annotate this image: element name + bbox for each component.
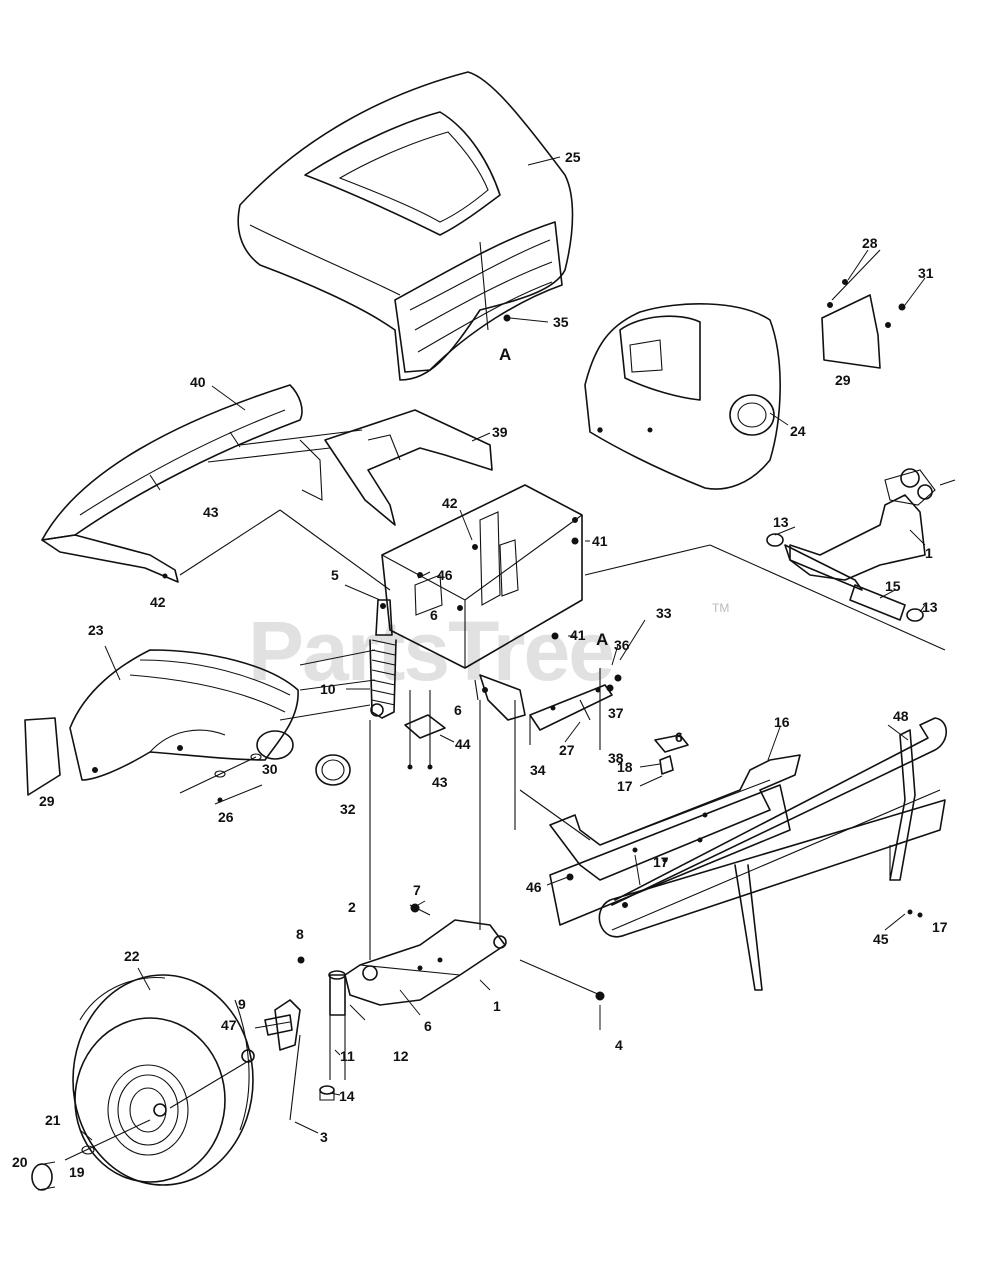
callout-labels: 25 35 A 28 31 29 24 40 39 43 42 42 41 46… [12, 149, 948, 1180]
callout-9: 9 [238, 996, 246, 1012]
watermark-trademark: TM [712, 601, 729, 615]
callout-47: 47 [221, 1017, 237, 1033]
callout-33: 33 [656, 605, 672, 621]
callout-26: 26 [218, 809, 234, 825]
callout-10: 10 [320, 681, 336, 697]
bumper-guard-part[interactable] [549, 717, 948, 991]
callout-4: 4 [615, 1037, 623, 1053]
callout-6-bottom: 6 [424, 1018, 432, 1034]
callout-12: 12 [393, 1048, 409, 1064]
dash-panel-part[interactable] [584, 303, 781, 490]
body-panel-part[interactable] [69, 649, 299, 781]
support-bracket-part[interactable] [207, 409, 493, 526]
callout-29-right: 29 [835, 372, 851, 388]
flap-part[interactable] [24, 717, 61, 796]
callout-44: 44 [455, 736, 471, 752]
callout-22: 22 [124, 948, 140, 964]
callout-6-top: 6 [430, 607, 438, 623]
callout-46-top: 46 [437, 567, 453, 583]
callout-1-bottom: 1 [493, 998, 501, 1014]
callout-5: 5 [331, 567, 339, 583]
washer-hardware [179, 753, 263, 805]
callout-37: 37 [608, 705, 624, 721]
callout-6-right: 6 [675, 729, 683, 745]
callout-2: 2 [348, 899, 356, 915]
callout-16: 16 [774, 714, 790, 730]
callout-34: 34 [530, 762, 546, 778]
callout-3: 3 [320, 1129, 328, 1145]
callout-21: 21 [45, 1112, 61, 1128]
callout-7: 7 [413, 882, 421, 898]
callout-8: 8 [296, 926, 304, 942]
callout-36: 36 [614, 637, 630, 653]
front-axle-part[interactable] [344, 903, 605, 1006]
callout-13-top: 13 [773, 514, 789, 530]
hubcap-part[interactable] [31, 1161, 56, 1191]
callout-35: 35 [553, 314, 569, 330]
steering-arm-part[interactable] [529, 668, 622, 750]
callout-27: 27 [559, 742, 575, 758]
callout-40: 40 [190, 374, 206, 390]
callout-45: 45 [873, 931, 889, 947]
axle-nut-hardware [64, 1119, 151, 1161]
callout-17-b: 17 [653, 854, 669, 870]
callout-17-c: 17 [932, 919, 948, 935]
callout-13-bottom: 13 [922, 599, 938, 615]
callout-25: 25 [565, 149, 581, 165]
callout-6-mid: 6 [454, 702, 462, 718]
callout-18: 18 [617, 759, 633, 775]
wheel-tire-part[interactable] [72, 974, 254, 1186]
callout-38: 38 [608, 750, 624, 766]
callout-46-bottom: 46 [526, 879, 542, 895]
callout-48: 48 [893, 708, 909, 724]
front-frame-part[interactable] [549, 734, 801, 881]
callout-14: 14 [339, 1088, 355, 1104]
mount-bracket-part[interactable] [404, 690, 446, 770]
steering-tower-part[interactable] [381, 484, 583, 721]
spindle-part[interactable] [241, 956, 346, 1121]
callout-41-top: 41 [592, 533, 608, 549]
headlight-part[interactable] [315, 754, 351, 786]
callout-20: 20 [12, 1154, 28, 1170]
callout-43-top: 43 [203, 504, 219, 520]
callout-31: 31 [918, 265, 934, 281]
shock-absorber-part[interactable] [369, 599, 397, 719]
hinge-bracket-part[interactable] [821, 249, 906, 369]
callout-17-a: 17 [617, 778, 633, 794]
axle-assembly-part[interactable] [766, 468, 956, 622]
callout-1-top: 1 [925, 545, 933, 561]
callout-32: 32 [340, 801, 356, 817]
ref-label-a-top: A [499, 345, 511, 364]
callout-43-bottom: 43 [432, 774, 448, 790]
callout-28: 28 [862, 235, 878, 251]
callout-11: 11 [340, 1048, 355, 1064]
callout-39: 39 [492, 424, 508, 440]
callout-41-mid: 41 [570, 627, 586, 643]
callout-23: 23 [88, 622, 104, 638]
hood-part[interactable] [237, 71, 574, 381]
callout-42-left: 42 [150, 594, 166, 610]
callout-15: 15 [885, 578, 901, 594]
ref-label-a-mid: A [596, 630, 608, 649]
console-cover-part[interactable] [41, 384, 303, 583]
callout-30: 30 [262, 761, 278, 777]
callout-29-left: 29 [39, 793, 55, 809]
callout-19: 19 [69, 1164, 85, 1180]
callout-24: 24 [790, 423, 806, 439]
callout-42-mid: 42 [442, 495, 458, 511]
